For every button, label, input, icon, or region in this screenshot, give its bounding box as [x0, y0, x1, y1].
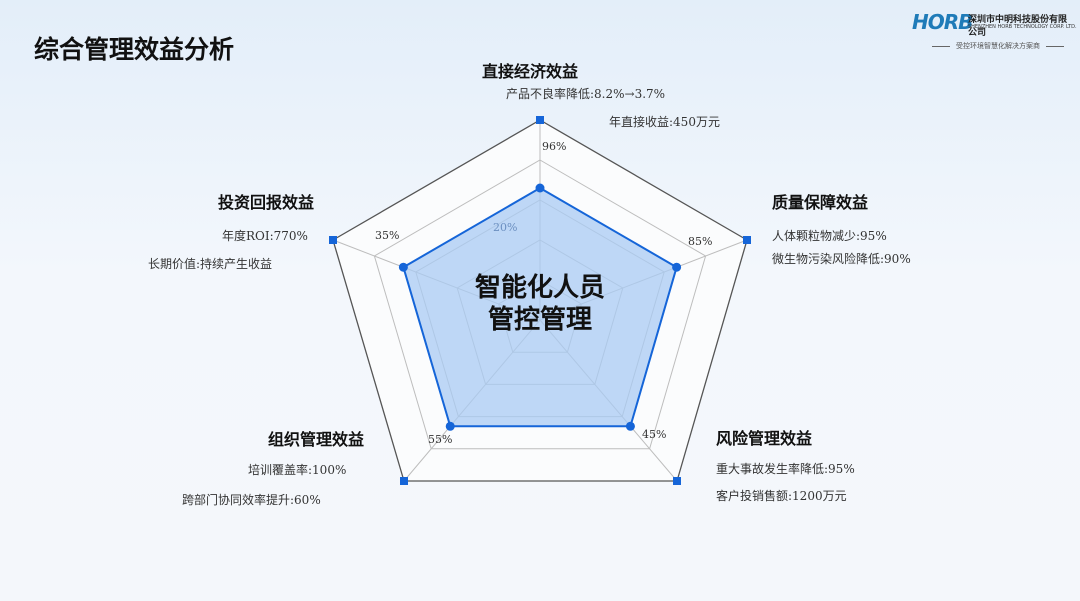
section-risk-title: 风险管理效益 — [716, 429, 813, 448]
radar-axis-marker — [673, 477, 681, 485]
radar-data-point — [625, 421, 635, 431]
section-risk-line: 客户投销售额:1200万元 — [716, 489, 847, 503]
section-quality-line: 微生物污染风险降低:90% — [772, 252, 911, 266]
radar-data-point — [672, 262, 682, 272]
section-direct-line: 产品不良率降低:8.2%→3.7% — [506, 87, 666, 101]
axis-label-roi: 35% — [375, 229, 400, 242]
radar-grid-ring — [373, 159, 707, 450]
logo-slogan: 受控环境智慧化解决方案商 — [926, 41, 1070, 51]
page-title: 综合管理效益分析 — [34, 35, 235, 64]
axis-label-direct: 96% — [542, 140, 567, 153]
section-org-title: 组织管理效益 — [268, 430, 365, 449]
center-label-line1: 智能化人员 — [474, 273, 605, 303]
section-direct-line: 年直接收益:450万元 — [609, 115, 720, 129]
section-direct-title: 直接经济效益 — [482, 62, 579, 81]
axis-label-risk: 45% — [642, 428, 667, 441]
radar-axis-marker — [329, 236, 337, 244]
section-roi-title: 投资回报效益 — [218, 193, 315, 212]
radar-axis-marker — [536, 116, 544, 124]
radar-data-point — [535, 183, 545, 193]
center-label-line2: 管控管理 — [487, 305, 592, 335]
section-org-line: 跨部门协同效率提升:60% — [182, 493, 321, 507]
radar-axis-marker — [743, 236, 751, 244]
section-quality-line: 人体颗粒物减少:95% — [772, 229, 887, 243]
inner-label: 20% — [493, 221, 518, 234]
center-label: 智能化人员 管控管理 — [440, 272, 640, 336]
axis-label-org: 55% — [428, 433, 453, 446]
section-org-line: 培训覆盖率:100% — [248, 463, 347, 477]
logo-mark: HORB — [912, 10, 973, 34]
radar-outer-ring — [332, 119, 748, 482]
radar-data-area — [402, 186, 678, 428]
axis-label-quality: 85% — [688, 235, 713, 248]
radar-axis-marker — [400, 477, 408, 485]
section-risk-line: 重大事故发生率降低:95% — [716, 462, 855, 476]
logo-company-en: SHENZHEN HORB TECHNOLOGY CORP. LTD. — [968, 24, 1077, 30]
section-quality-title: 质量保障效益 — [772, 193, 869, 212]
radar-data-point — [398, 262, 408, 272]
company-logo: HORB 深圳市中明科技股份有限公司 SHENZHEN HORB TECHNOL… — [912, 10, 1077, 55]
section-roi-line: 长期价值:持续产生收益 — [148, 257, 273, 271]
logo-company-cn: 深圳市中明科技股份有限公司 — [968, 15, 1068, 38]
section-roi-line: 年度ROI:770% — [222, 229, 308, 243]
radar-data-point — [445, 421, 455, 431]
